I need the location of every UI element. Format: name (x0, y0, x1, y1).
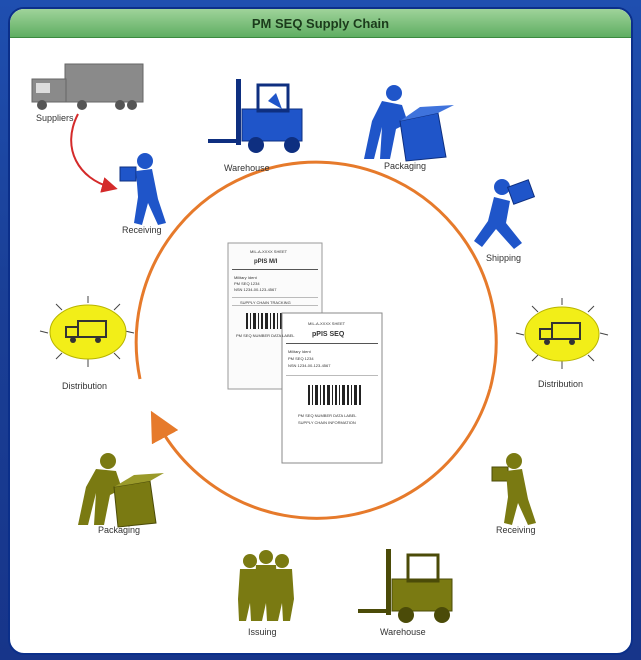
packaging-label-top: Packaging (384, 161, 427, 171)
doc-back-bartext: SUPPLY CHAIN TRACKING (240, 300, 291, 305)
forklift-olive-icon (358, 549, 453, 623)
warehouse-label-top: Warehouse (224, 163, 270, 173)
packaging-worker-olive-icon (78, 453, 164, 528)
shipping-label-front (281, 312, 383, 464)
doc-back-heading: pPIS M/I (254, 259, 278, 265)
distribution-right-icon (515, 298, 609, 369)
doc-back-footer: PM SEQ NUMBER DATA LABEL (236, 333, 295, 338)
supplier-arrow (70, 113, 118, 193)
doc-back-line1: MIL-A-XXXX SHEET (250, 249, 288, 254)
title-bar: PM SEQ Supply Chain (10, 9, 631, 38)
receiving-label-bottom: Receiving (496, 525, 536, 535)
cycle-arc-upper (134, 160, 498, 390)
diagram-panel: PM SEQ Supply Chain (8, 7, 633, 655)
doc-back-field3: NSN 1234-00-123-4567 (234, 287, 277, 292)
doc-front-footer2: SUPPLY CHAIN INFORMATION (298, 420, 356, 425)
doc-back-field2: PM SEQ 1234 (234, 281, 260, 286)
supply-chain-diagram (31, 63, 609, 623)
receiving-worker-icon (119, 153, 166, 225)
doc-back-field1: Military Ident (234, 275, 257, 280)
doc-front-field2: PM SEQ 1234 (288, 356, 314, 361)
suppliers-label: Suppliers (36, 113, 74, 123)
receiving-worker-olive-icon (491, 453, 536, 525)
truck-icon (31, 63, 144, 110)
warehouse-label-bottom: Warehouse (380, 627, 426, 637)
doc-front-line1: MIL-A-XXXX SHEET (308, 321, 346, 326)
doc-front-footer1: PM SEQ NUMBER DATA LABEL (298, 413, 357, 418)
issuing-label: Issuing (248, 627, 277, 637)
doc-front-field3: NSN 1234-00-123-4567 (288, 363, 331, 368)
distribution-left-icon (39, 296, 135, 367)
doc-front-field1: Military Ident (288, 349, 311, 354)
cycle-arc-lower (150, 388, 492, 520)
shipping-label: Shipping (486, 253, 522, 263)
issuing-group-icon (238, 550, 294, 621)
forklift-icon (208, 79, 303, 153)
distribution-label-left: Distribution (62, 381, 108, 391)
packaging-worker-icon (364, 85, 454, 162)
packaging-label-bottom: Packaging (98, 525, 141, 535)
shipping-worker-icon (474, 179, 536, 249)
receiving-label-top: Receiving (122, 225, 162, 235)
distribution-label-right: Distribution (538, 379, 584, 389)
diagram-title: PM SEQ Supply Chain (251, 15, 390, 31)
doc-front-heading: pPIS SEQ (312, 331, 345, 338)
